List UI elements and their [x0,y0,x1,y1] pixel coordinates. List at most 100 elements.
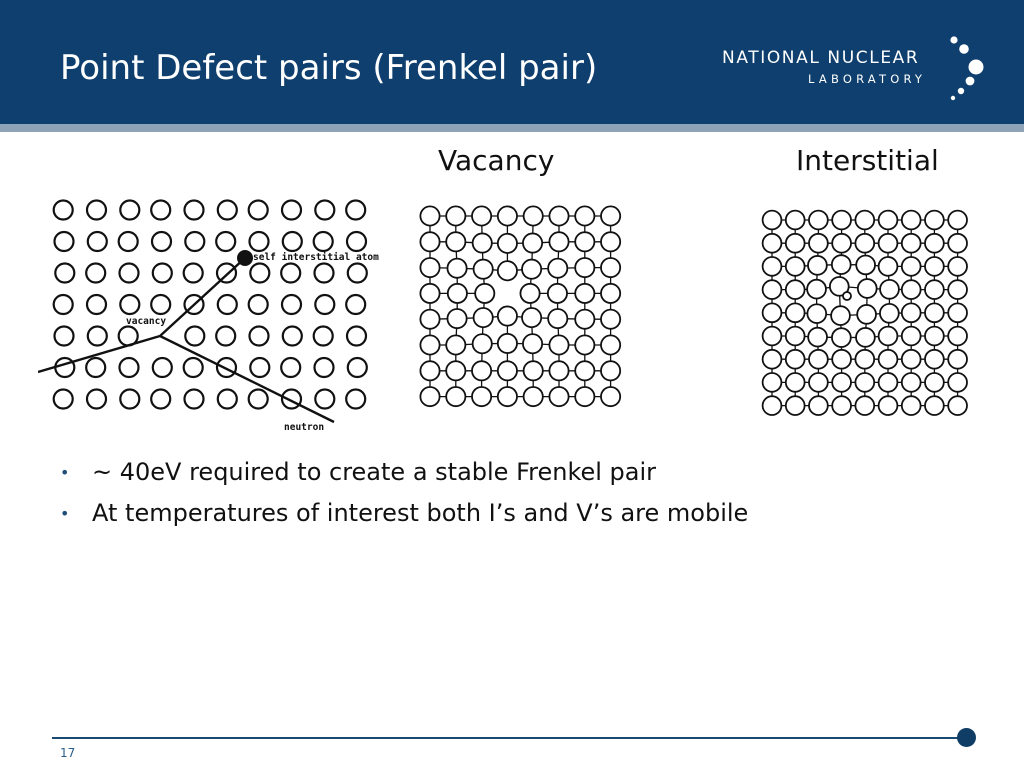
lattice-atom [600,334,622,356]
lattice-atom [280,199,303,221]
lattice-atom [924,325,945,347]
lattice-atom [345,388,367,410]
lattice-atom [314,388,336,410]
lattice-atom [471,205,493,227]
lattice-atom [314,293,336,316]
slide-title: Point Defect pairs (Frenkel pair) [60,48,598,88]
lattice-atom [346,262,368,284]
lattice-atom [548,386,570,408]
lattice-atom [419,231,441,253]
logo-text-line1: NATIONAL NUCLEAR [722,48,920,68]
lattice-atom [947,372,968,393]
lattice-atom [313,262,335,284]
lattice-atom [85,293,108,316]
lattice-atom [281,325,303,347]
lattice-atom [472,307,494,329]
lattice-atom [600,257,622,279]
lattice-atom [547,308,569,330]
lattice-atom [215,325,237,347]
lattice-atom [85,262,107,284]
lattice-atom [808,232,829,254]
lattice-atom [345,325,368,347]
lattice-atom [877,256,899,277]
lattice-atom [947,256,968,277]
lattice-atom [574,334,596,356]
lattice-atom [831,348,852,370]
lattice-atom [247,388,269,410]
lattice-atom [808,372,829,393]
lattice-atom [118,356,140,379]
header-stripe [0,124,1024,132]
lattice-atom [831,372,852,393]
lattice-atom [419,282,441,304]
lattice-atom [806,303,828,324]
lattice-atom [419,334,441,356]
lattice-atom [150,230,173,253]
lattice-atom [900,325,922,347]
lattice-atom [784,302,806,324]
lattice-atom [119,293,141,316]
cascade-lattice-atoms [52,199,368,410]
lattice-atom [856,278,878,299]
lattice-atom [807,255,828,276]
interstitial-heading: Interstitial [796,144,939,177]
lattice-atom [761,209,783,231]
lattice-atom [574,231,596,253]
vacancy-heading: Vacancy [438,144,555,177]
lattice-atom [54,262,76,284]
bullet-list: •~ 40eV required to create a stable Fren… [58,452,748,534]
lattice-atom [280,356,302,379]
lattice-atom [496,232,518,254]
lattice-atom [900,256,922,277]
lattice-atom [854,372,876,393]
bullet-text: ~ 40eV required to create a stable Frenk… [92,458,657,486]
lattice-atom [249,356,271,379]
lattice-atom [947,348,968,370]
lattice-atom [600,205,622,227]
page-number: 17 [60,746,76,760]
slide-header [0,0,1024,124]
lattice-atom [947,325,968,347]
lattice-atom [85,356,107,379]
lattice-atom [52,388,74,410]
lattice-atom [522,205,544,227]
lattice-atom [547,257,569,279]
lattice-atom [496,386,518,408]
lattice-atom [247,199,269,221]
lattice-atom [574,308,596,330]
lattice-atom [924,395,945,416]
lattice-atom [445,386,467,408]
lattice-atom [784,325,806,347]
lattice-atom [150,199,172,221]
interstitial-lattice-diagram [761,209,968,416]
lattice-atom [574,282,596,304]
lattice-atom [280,388,303,410]
vacancy-lattice-diagram [419,205,622,408]
lattice-atom [85,199,108,221]
logo-dots-icon [950,36,984,101]
lattice-atom [471,232,493,254]
lattice-atom [445,231,467,253]
lattice-atom [830,254,852,275]
lattice-atom [806,278,827,300]
lattice-atom [345,293,367,316]
lattice-atom [574,360,596,382]
lattice-atom [519,282,541,304]
lattice-atom [761,395,783,416]
lattice-atom [548,334,570,356]
lattice-atom [877,372,899,393]
lattice-atom [808,348,829,370]
lattice-atom [808,395,829,416]
lattice-atom [117,230,139,253]
lattice-atom [831,232,852,254]
lattice-atom [947,279,968,300]
lattice-atom [52,199,74,221]
lattice-atom [900,279,922,300]
lattice-atom [831,327,852,348]
lattice-atom [248,230,270,253]
bullet-text: At temperatures of interest both I’s and… [92,499,749,527]
lattice-atom [521,307,543,329]
lattice-atom [280,262,302,284]
lattice-atom [900,348,922,370]
lattice-atom [854,348,876,370]
